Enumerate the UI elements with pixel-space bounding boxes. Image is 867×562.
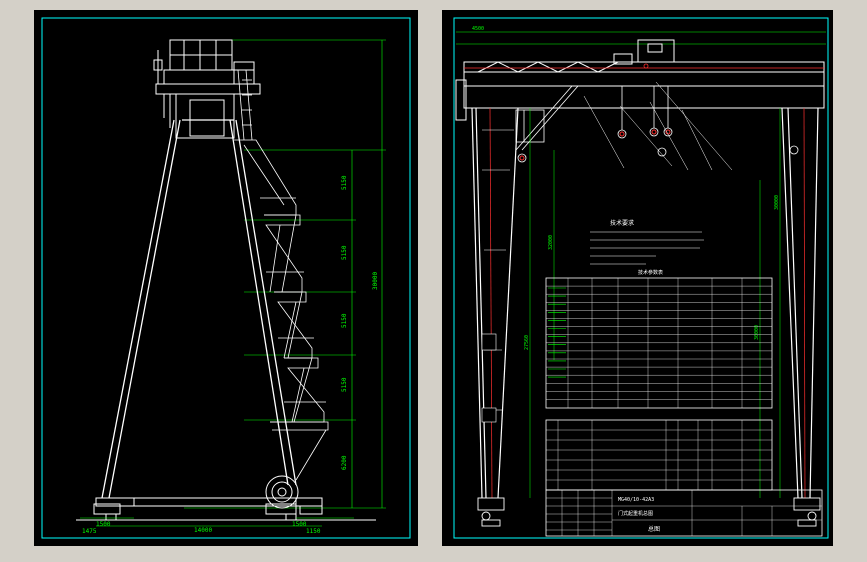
access-stair xyxy=(515,85,579,151)
dim-inner-height: 32000 xyxy=(548,235,554,250)
dim-level-3: 5150 xyxy=(341,313,348,328)
dim-right-top: 30000 xyxy=(774,195,780,210)
front-elevation-drawing: 4500 xyxy=(453,17,829,539)
left-drawing-panel: 5150 5150 5150 5150 6200 30000 xyxy=(34,10,418,546)
dim-right-height: 30000 xyxy=(754,325,760,340)
notes-lines xyxy=(590,231,704,265)
left-ladder xyxy=(481,129,514,423)
dim-left-height: 27560 xyxy=(524,335,530,350)
dim-total-height: 30000 xyxy=(372,272,379,290)
title-model: MG40/10-42A3 xyxy=(618,497,654,503)
dim-span: 14000 xyxy=(194,527,212,534)
leg-bases xyxy=(477,497,821,527)
dim-level-2: 5150 xyxy=(341,245,348,260)
parameter-table: 技术参数表 xyxy=(545,269,773,409)
title-block: MG40/10-42A3 门式起重机总图 总图 xyxy=(545,489,823,537)
base-sill xyxy=(76,475,376,521)
title-name: 总图 xyxy=(648,525,660,533)
main-girder xyxy=(455,39,825,121)
technical-notes: 技术要求 xyxy=(610,219,634,227)
dim-level-5: 6200 xyxy=(341,455,348,470)
right-drawing-panel: 4500 xyxy=(442,10,833,546)
staircase xyxy=(234,69,329,481)
dim-small-right: 1500 xyxy=(292,521,307,528)
hooks xyxy=(517,86,799,163)
title-subtitle: 门式起重机总图 xyxy=(618,510,653,517)
param-table-title: 技术参数表 xyxy=(638,269,663,276)
dim-top: 4500 xyxy=(472,26,484,32)
parts-list xyxy=(545,419,773,491)
dim-small-right2: 1150 xyxy=(306,528,321,535)
sheet-border xyxy=(41,17,411,539)
a-frame-legs xyxy=(101,119,297,499)
upper-frame xyxy=(163,93,235,139)
dim-level-1: 5150 xyxy=(341,175,348,190)
side-elevation-drawing: 5150 5150 5150 5150 6200 30000 xyxy=(41,17,411,539)
notes-title: 技术要求 xyxy=(610,219,634,227)
dim-level-4: 5150 xyxy=(341,377,348,392)
dim-small-left2: 1475 xyxy=(82,528,97,535)
top-cab xyxy=(153,39,261,95)
sheet-border xyxy=(453,17,829,539)
gantry-legs xyxy=(471,107,819,499)
dim-small-left: 1500 xyxy=(96,521,111,528)
